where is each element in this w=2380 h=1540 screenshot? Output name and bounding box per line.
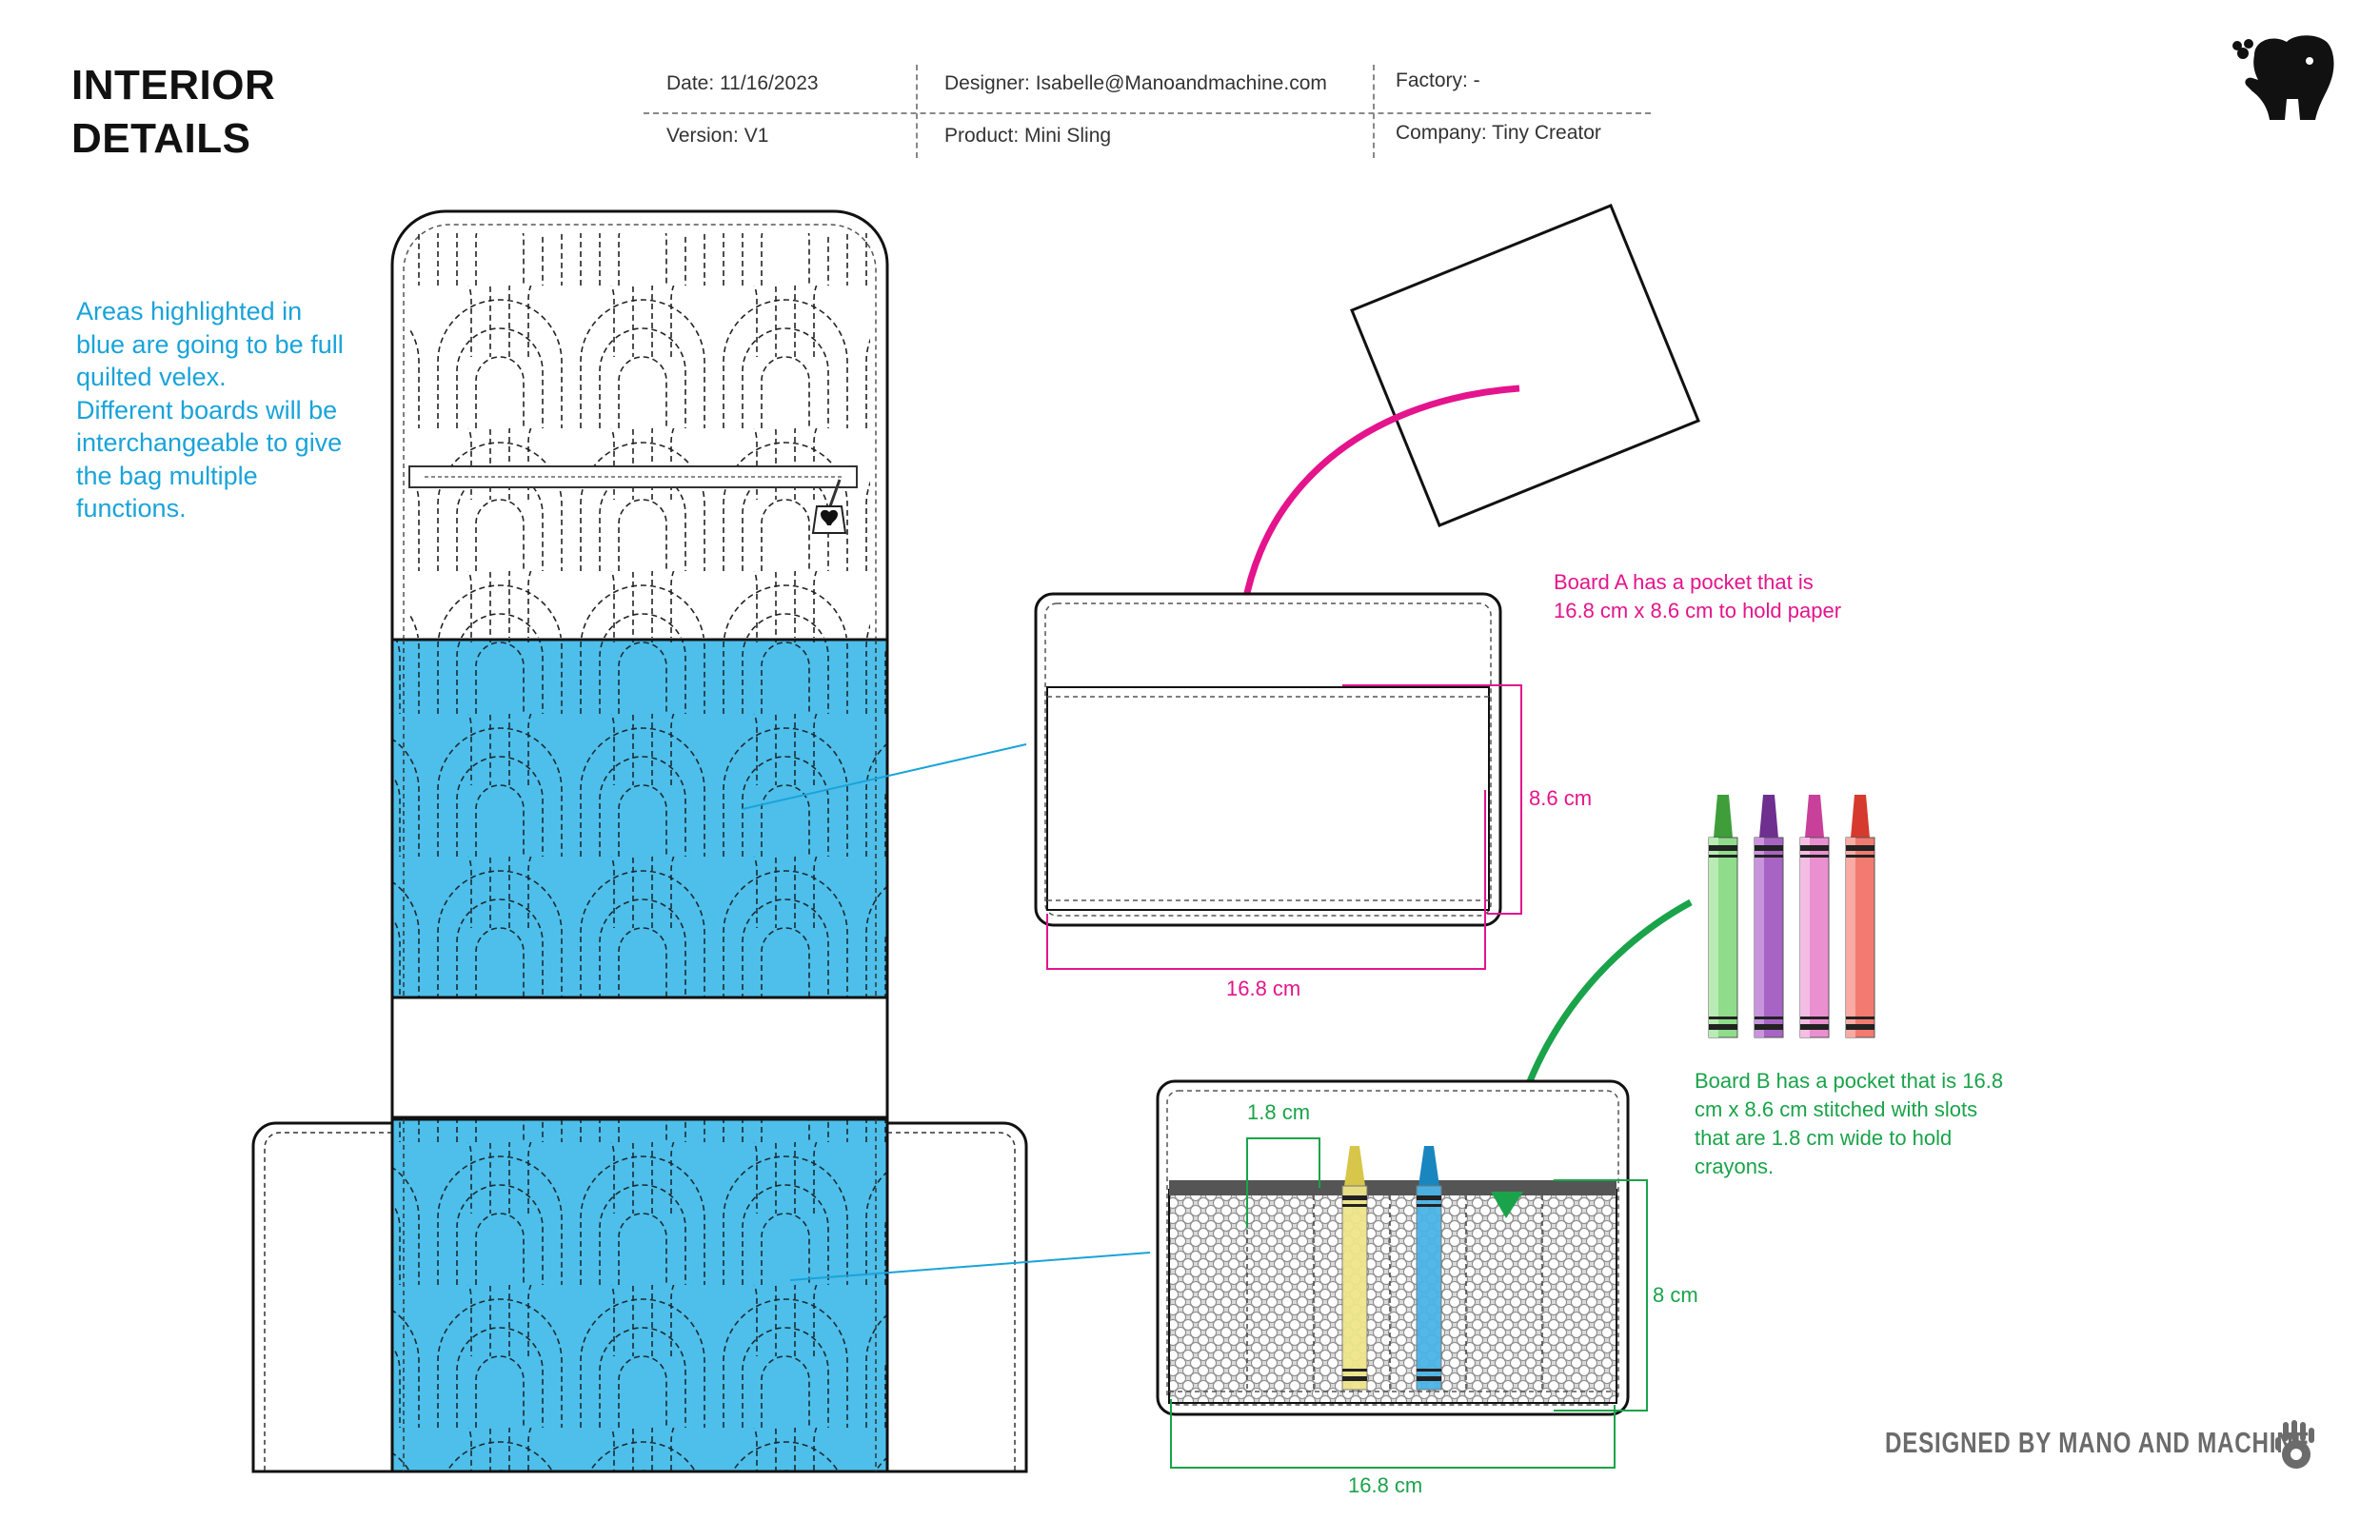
page-title-line-1: INTERIOR [71,62,276,109]
blue-note-line: the bag multiple [76,461,258,490]
board-b-height-label: 8 cm [1653,1283,1698,1307]
meta-version: Version: V1 [666,125,769,147]
meta-company: Company: Tiny Creator [1396,122,1601,144]
meta-factory: Factory: - [1396,69,1480,91]
board-a-note: Board A has a pocket that is 16.8 cm x 8… [1554,568,1841,625]
board-a-note-line: 16.8 cm x 8.6 cm to hold paper [1554,599,1842,622]
crayon-pink [1799,795,1830,1038]
bag-left-panel [251,1121,394,1473]
crayon-red [1845,795,1875,1038]
blue-note-line: Different boards will be [76,395,338,424]
meta-date: Date: 11/16/2023 [666,72,819,94]
bag-gusset [390,996,889,1119]
page-title-line-2: DETAILS [71,115,251,162]
header-divider-horizontal-left [644,112,1651,114]
bag-top-flap [390,209,889,642]
footer-credit: DESIGNED BY MANO AND MACHINE [1885,1426,2311,1459]
board-b-width-dimension [1170,1399,1616,1469]
bag-right-panel [885,1121,1028,1473]
crayon-blue-in-slot [1416,1146,1442,1391]
blue-note-line: quilted velex. [76,363,227,391]
board-a-width-label: 16.8 cm [1226,977,1301,1000]
blue-area-note: Areas highlighted in blue are going to b… [76,295,390,525]
board-a-height-dimension [1342,684,1522,915]
board-b-slot-label: 1.8 cm [1247,1100,1311,1124]
crayon-green [1708,795,1738,1038]
board-a-height-label: 8.6 cm [1529,786,1593,810]
blue-note-line: interchangeable to give [76,428,343,457]
board-b-note-line: cm x 8.6 cm stitched with slots [1695,1097,1978,1121]
meta-product: Product: Mini Sling [944,125,1112,147]
board-a [1034,592,1502,927]
bag-middle-quilted [390,638,889,999]
board-b [1156,1079,1630,1416]
header-divider-vertical-1 [916,65,918,158]
crayon-yellow-in-slot [1341,1146,1368,1391]
crayon-slots [1246,1195,1543,1392]
board-b-width-label: 16.8 cm [1348,1473,1423,1497]
board-b-note-line: that are 1.8 cm wide to hold [1695,1126,1953,1150]
paper-sheet [1350,204,1700,527]
blue-note-line: Areas highlighted in [76,297,303,326]
board-b-height-dimension [1554,1179,1648,1412]
leader-line-board-a [742,743,1027,810]
blue-note-line: functions. [76,494,187,523]
board-a-note-line: Board A has a pocket that is [1554,570,1814,594]
blue-note-line: blue are going to be full [76,329,344,359]
board-b-note: Board B has a pocket that is 16.8 cm x 8… [1695,1067,2003,1181]
crayon-set [1708,795,1875,1038]
crayon-purple [1754,795,1784,1038]
board-a-width-dimension [1046,790,1486,970]
zipper-pull-icon [811,479,847,534]
leader-line-board-b [789,1252,1151,1281]
hand-gear-icon [2275,1420,2314,1469]
page-title: INTERIOR DETAILS [71,59,275,166]
header-divider-vertical-2 [1373,65,1375,158]
bag-bottom-quilted [390,1117,889,1473]
board-b-note-line: Board B has a pocket that is 16.8 [1695,1069,2004,1093]
meta-designer: Designer: Isabelle@Manoandmachine.com [944,72,1327,94]
elephant-logo-icon [2232,35,2334,120]
board-b-note-line: crayons. [1695,1155,1775,1178]
board-b-slot-dimension [1246,1137,1320,1228]
